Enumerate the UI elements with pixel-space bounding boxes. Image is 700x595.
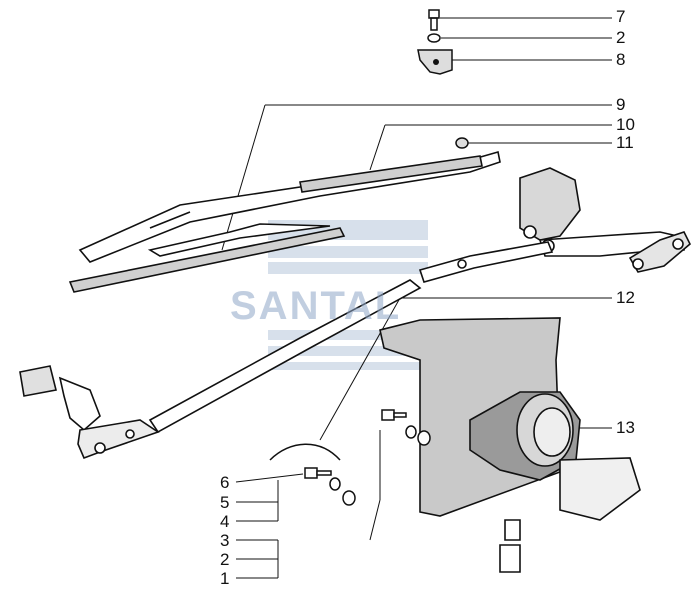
wiper-blade: [68, 223, 346, 293]
callout-13: 13: [616, 418, 635, 437]
callout-10: 10: [616, 115, 635, 134]
callout-9: 9: [616, 95, 626, 114]
leader-lines: [221, 17, 612, 541]
callout-3: 3: [220, 531, 230, 550]
linkage-left: [19, 365, 160, 460]
callout-8: 8: [616, 50, 626, 69]
washer-2-top: [427, 33, 441, 43]
number-brackets: [235, 473, 304, 579]
callout-4: 4: [220, 512, 230, 531]
callout-5: 5: [220, 493, 230, 512]
callout-2-top: 2: [616, 28, 626, 47]
nut-11: [455, 137, 469, 149]
bolt-7-top: [428, 9, 440, 31]
callout-7-top: 7: [616, 7, 626, 26]
callout-12: 12: [616, 288, 635, 307]
wiper-arm-9: [78, 150, 501, 263]
santal-watermark: SANTAL: [230, 284, 402, 328]
callout-1: 1: [220, 569, 230, 588]
callout-2-bottom: 2: [220, 550, 230, 569]
callout-11: 11: [616, 133, 634, 152]
fastener-set-bottom-right: [381, 409, 431, 446]
wiper-motor-13: [469, 391, 641, 573]
fastener-set-bottom-left: [269, 443, 356, 506]
linkage-right: [519, 167, 691, 273]
callout-6: 6: [220, 473, 230, 492]
